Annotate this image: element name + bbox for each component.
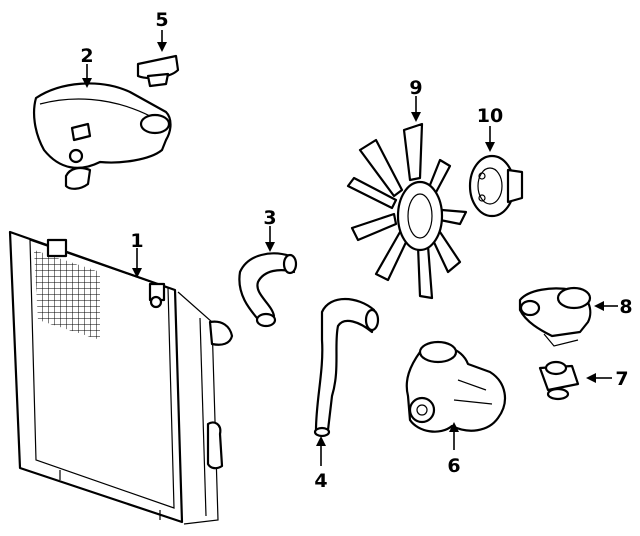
callout-7: 7 bbox=[615, 368, 628, 390]
callout-leaders bbox=[82, 30, 618, 466]
expansion-tank-part bbox=[33, 82, 172, 190]
callout-labels: 1 2 3 4 5 6 7 8 9 10 bbox=[80, 9, 632, 492]
lower-hose-part bbox=[313, 298, 380, 438]
callout-1: 1 bbox=[130, 230, 143, 252]
water-pump-part bbox=[405, 340, 507, 433]
callout-8: 8 bbox=[619, 296, 632, 318]
callout-4: 4 bbox=[314, 470, 327, 492]
fan-blade-part bbox=[346, 122, 468, 300]
callout-5: 5 bbox=[155, 9, 168, 31]
callout-3: 3 bbox=[263, 207, 276, 229]
callout-10: 10 bbox=[477, 105, 503, 127]
callout-9: 9 bbox=[409, 77, 422, 99]
fan-clutch-part bbox=[468, 154, 524, 218]
callout-6: 6 bbox=[447, 455, 460, 477]
thermostat-part bbox=[538, 360, 580, 401]
upper-hose-part bbox=[238, 252, 298, 328]
radiator-part bbox=[8, 230, 234, 525]
callout-2: 2 bbox=[80, 45, 93, 67]
thermostat-housing-part bbox=[518, 286, 592, 347]
filler-cap-part bbox=[136, 54, 180, 88]
